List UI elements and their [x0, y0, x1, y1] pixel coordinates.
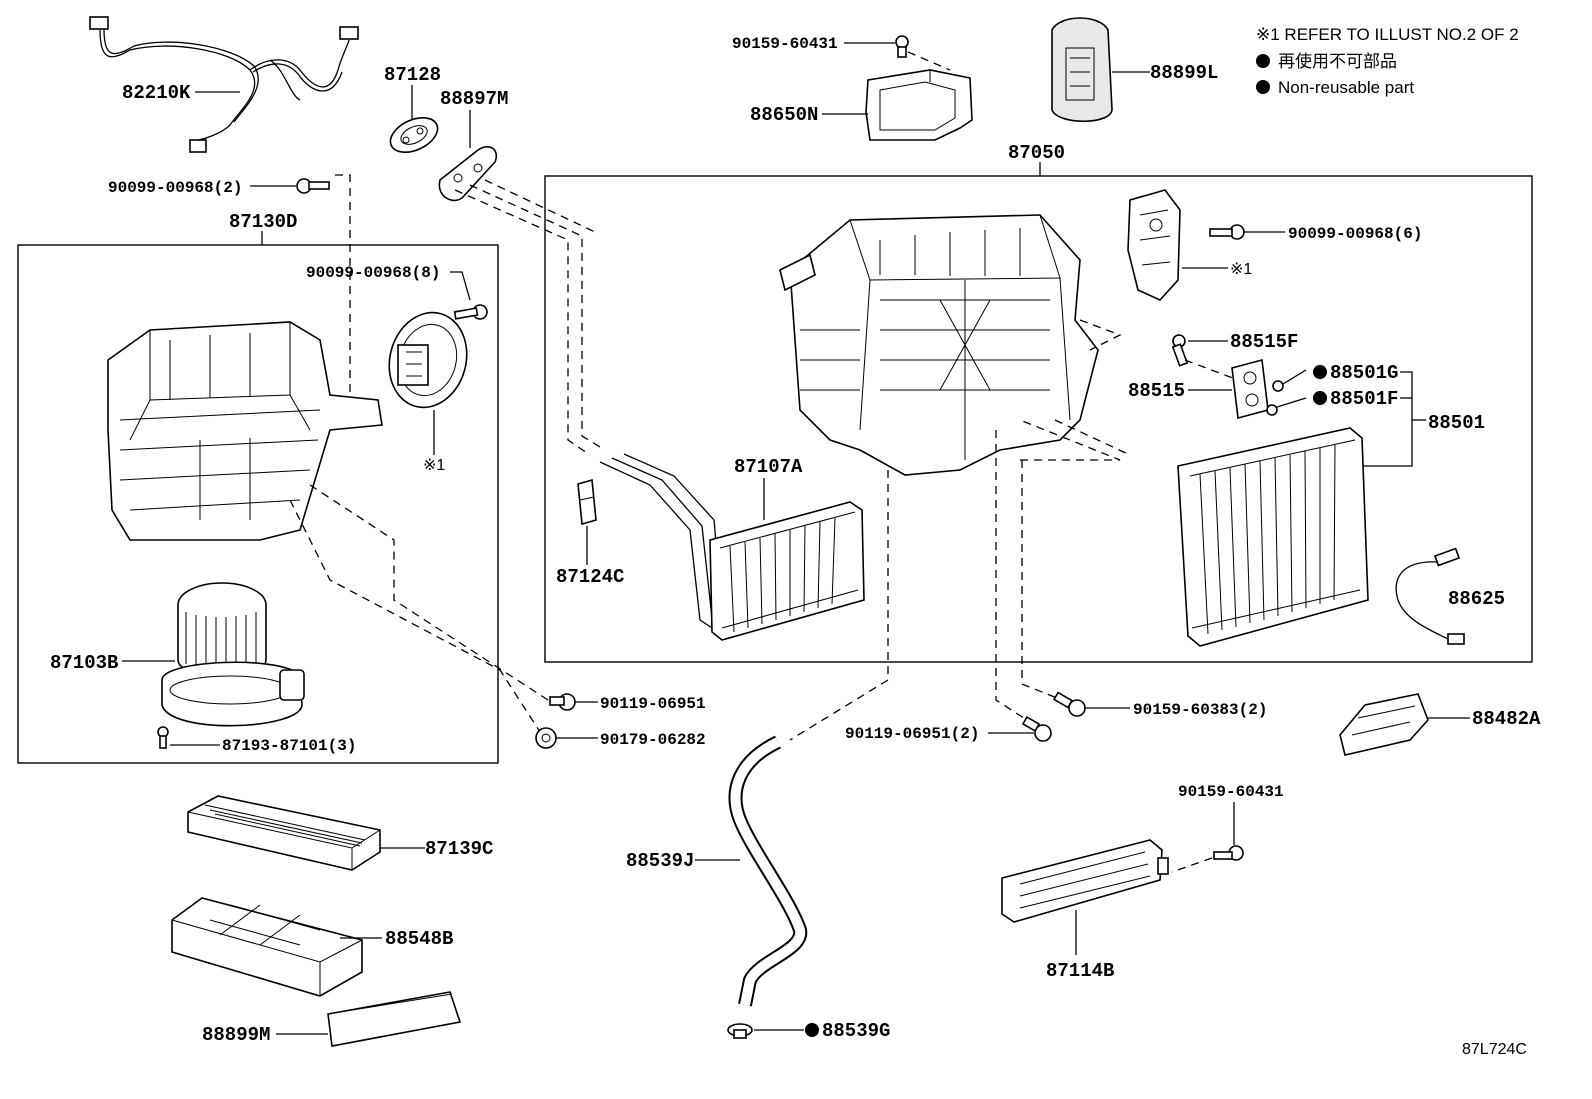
label-88501G: 88501G	[1330, 362, 1398, 384]
panel-88899L	[1051, 17, 1113, 123]
cover-strip-88899M	[327, 991, 462, 1047]
actuator	[1127, 189, 1181, 301]
label-88548B: 88548B	[385, 928, 453, 950]
grommet-88539G	[727, 1023, 753, 1039]
label-90099-00968-8: 90099-00968(8)	[306, 264, 440, 282]
bracket-88650N	[865, 69, 973, 141]
motor-cover	[388, 311, 468, 409]
label-88501: 88501	[1428, 412, 1485, 434]
blower-assembly-frame	[17, 244, 499, 764]
label-88650N: 88650N	[750, 104, 818, 126]
nut-90179-06282	[535, 727, 557, 749]
label-90159-60431-bottom: 90159-60431	[1178, 783, 1284, 801]
screw-90099-00968-2	[296, 178, 330, 194]
bolt-88515F	[1171, 334, 1189, 367]
label-87130D: 87130D	[229, 211, 297, 233]
grommet-87128	[389, 116, 439, 154]
ptc-heater-87114B	[1001, 839, 1169, 923]
blower-motor-87103B	[161, 582, 305, 727]
label-88899L: 88899L	[1150, 62, 1218, 84]
drain-hose-88539J	[728, 735, 808, 1007]
screw-90099-00968-8	[453, 304, 488, 320]
wire-harness-82210K	[89, 16, 359, 153]
heater-unit-body	[779, 214, 1099, 476]
bullet-icon	[1256, 80, 1270, 94]
label-87107A: 87107A	[734, 456, 803, 478]
label-88539J: 88539J	[626, 850, 694, 872]
screw-90099-00968-6	[1209, 224, 1245, 240]
refer-note: ※1 REFER TO ILLUST NO.2 OF 2	[1256, 25, 1519, 44]
label-90179-06282: 90179-06282	[600, 731, 706, 749]
label-90099-00968-6: 90099-00968(6)	[1288, 225, 1422, 243]
expansion-valve-88515	[1231, 358, 1269, 420]
o-ring-88501G	[1272, 380, 1284, 392]
bullet-icon	[1256, 54, 1270, 68]
non-reusable-jp-note: 再使用不可部品	[1278, 51, 1397, 71]
heater-assembly-frame	[544, 175, 1533, 663]
heater-core-87107A	[599, 453, 865, 641]
bolt-90159-60383-2	[1052, 691, 1086, 717]
label-87124C: 87124C	[556, 566, 624, 588]
label-88501F: 88501F	[1330, 388, 1398, 410]
bullet-icon	[1313, 365, 1327, 379]
bolt-90119-06951-2	[1021, 715, 1052, 742]
label-87103B: 87103B	[50, 652, 118, 674]
o-ring-88501F	[1266, 404, 1278, 416]
duct-88482A	[1339, 693, 1429, 756]
label-88625: 88625	[1448, 588, 1505, 610]
label-87193-87101-3: 87193-87101(3)	[222, 737, 356, 755]
label-90119-06951-2: 90119-06951(2)	[845, 725, 979, 743]
label-88482A: 88482A	[1472, 708, 1541, 730]
label-88515: 88515	[1128, 380, 1185, 402]
sensor-88625	[1395, 547, 1465, 645]
label-90159-60383-2: 90159-60383(2)	[1133, 701, 1267, 719]
bullet-icon	[1313, 391, 1327, 405]
label-90099-00968-2: 90099-00968(2)	[108, 179, 242, 197]
seal-plate-88897M	[438, 146, 497, 202]
label-90159-60431-top: 90159-60431	[732, 35, 838, 53]
bolt-90159-60431-top	[895, 35, 909, 58]
label-87128: 87128	[384, 64, 441, 86]
label-88897M: 88897M	[440, 88, 508, 110]
label-87114B: 87114B	[1046, 960, 1114, 982]
label-82210K: 82210K	[122, 82, 191, 104]
filter-tray-88548B	[171, 897, 363, 997]
evaporator-88501	[1177, 427, 1369, 647]
illustration-code: 87L724C	[1462, 1041, 1527, 1058]
air-filter-87139C	[187, 795, 381, 871]
label-88539G: 88539G	[822, 1020, 890, 1042]
label-88515F: 88515F	[1230, 331, 1298, 353]
blower-case	[107, 321, 383, 541]
bolt-90119-06951	[549, 693, 576, 711]
non-reusable-en-note: Non-reusable part	[1278, 78, 1414, 97]
clamp-87124C	[577, 478, 597, 526]
label-ref1-right: ※1	[1230, 261, 1252, 278]
label-87139C: 87139C	[425, 838, 493, 860]
screw-87193-87101-3	[157, 726, 169, 749]
label-90119-06951: 90119-06951	[600, 695, 706, 713]
bolt-90159-60431-bottom	[1213, 845, 1244, 861]
label-ref1-left: ※1	[423, 457, 445, 474]
label-87050: 87050	[1008, 142, 1065, 164]
bullet-icon	[805, 1023, 819, 1037]
label-88899M: 88899M	[202, 1024, 270, 1046]
